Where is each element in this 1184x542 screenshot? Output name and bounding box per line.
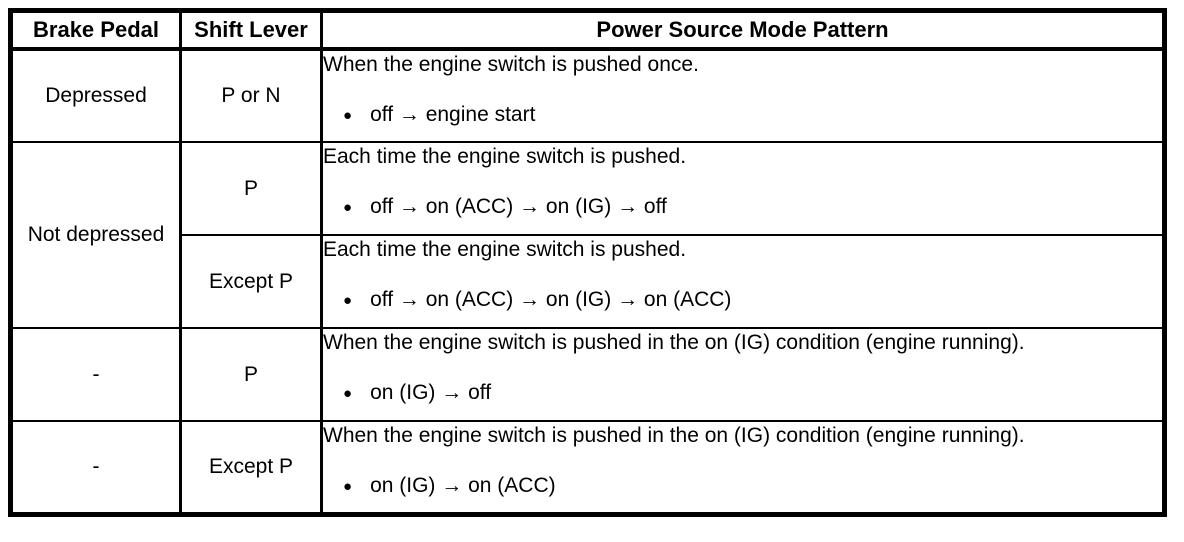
table-row: - P When the engine switch is pushed in … bbox=[9, 327, 1166, 422]
brake-pedal-cell: - bbox=[9, 420, 182, 515]
pattern-description: Each time the engine switch is pushed. bbox=[323, 238, 687, 261]
shift-lever-cell: P bbox=[179, 327, 323, 422]
header-brake-pedal: Brake Pedal bbox=[9, 8, 182, 51]
brake-pedal-cell: - bbox=[9, 327, 182, 422]
pattern-description: Each time the engine switch is pushed. bbox=[323, 145, 687, 168]
pattern-cell: When the engine switch is pushed in the … bbox=[320, 327, 1166, 422]
pattern-bullet-text: on (IG) → off bbox=[370, 381, 492, 404]
pattern-bullet-line: ● on (IG) → off bbox=[343, 381, 1162, 405]
pattern-bullet-text: off → on (ACC) → on (IG) → off bbox=[370, 195, 667, 218]
pattern-bullet-line: ● off → engine start bbox=[343, 103, 1162, 127]
header-power-source-mode-pattern: Power Source Mode Pattern bbox=[320, 8, 1166, 51]
brake-pedal-cell: Not depressed bbox=[9, 141, 182, 329]
shift-lever-cell: P bbox=[179, 141, 323, 236]
table-row: Depressed P or N When the engine switch … bbox=[9, 48, 1166, 143]
pattern-bullet-text: off → engine start bbox=[370, 103, 536, 126]
bullet-icon: ● bbox=[343, 198, 353, 216]
table-row: - Except P When the engine switch is pus… bbox=[9, 420, 1166, 515]
bullet-icon: ● bbox=[343, 384, 353, 402]
table-row: Except P Each time the engine switch is … bbox=[11, 234, 1166, 329]
pattern-cell: When the engine switch is pushed in the … bbox=[320, 420, 1166, 515]
bullet-icon: ● bbox=[343, 291, 353, 309]
pattern-bullet-text: off → on (ACC) → on (IG) → on (ACC) bbox=[370, 288, 732, 311]
power-source-mode-table: Brake Pedal Shift Lever Power Source Mod… bbox=[8, 8, 1167, 517]
table-header-row: Brake Pedal Shift Lever Power Source Mod… bbox=[9, 8, 1166, 51]
shift-lever-cell: Except P bbox=[179, 420, 323, 515]
brake-pedal-cell: Depressed bbox=[9, 48, 182, 143]
shift-lever-cell: P or N bbox=[179, 48, 323, 143]
table-row: Not depressed P Each time the engine swi… bbox=[9, 141, 1166, 329]
pattern-description: When the engine switch is pushed in the … bbox=[323, 424, 1025, 447]
header-shift-lever: Shift Lever bbox=[179, 8, 323, 51]
shift-lever-cell: Except P bbox=[179, 234, 323, 329]
pattern-bullet-text: on (IG) → on (ACC) bbox=[370, 474, 556, 497]
pattern-bullet-line: ● off → on (ACC) → on (IG) → on (ACC) bbox=[343, 288, 1162, 312]
bullet-icon: ● bbox=[343, 477, 353, 495]
bullet-icon: ● bbox=[343, 106, 353, 124]
pattern-cell: Each time the engine switch is pushed. ●… bbox=[320, 141, 1166, 236]
pattern-cell: When the engine switch is pushed once. ●… bbox=[320, 48, 1166, 143]
pattern-description: When the engine switch is pushed in the … bbox=[323, 331, 1025, 354]
pattern-bullet-line: ● on (IG) → on (ACC) bbox=[343, 474, 1162, 498]
pattern-bullet-line: ● off → on (ACC) → on (IG) → off bbox=[343, 195, 1162, 219]
pattern-description: When the engine switch is pushed once. bbox=[323, 53, 699, 76]
pattern-cell: Each time the engine switch is pushed. ●… bbox=[320, 234, 1166, 329]
